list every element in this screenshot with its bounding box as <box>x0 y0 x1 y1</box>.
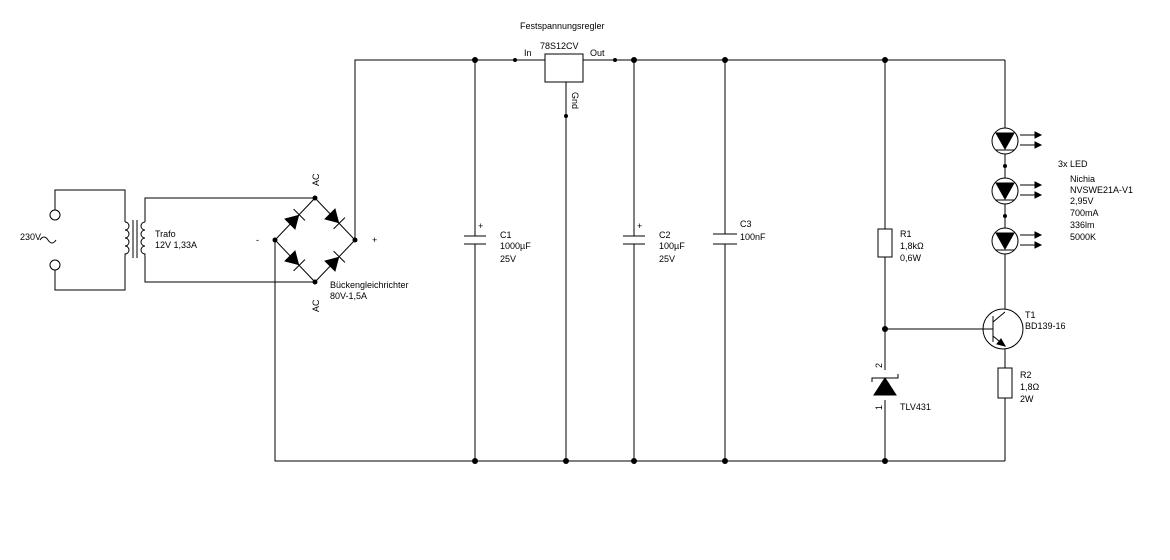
zener-pin2: 2 <box>874 363 884 368</box>
led-icon <box>991 227 1043 255</box>
c2-name: C2 <box>659 230 671 240</box>
resistor-icon <box>997 367 1013 399</box>
resistor-r1: R1 1,8kΩ 0,6W <box>877 228 924 263</box>
voltage-regulator: Festspannungsregler 78S12CV In Out Gnd <box>520 21 605 109</box>
c1-polarity: + <box>478 221 483 231</box>
r2-power: 2W <box>1020 394 1034 404</box>
regulator-pin-out: Out <box>590 48 605 58</box>
bridge-outline <box>274 197 356 283</box>
wiring <box>274 59 1006 462</box>
led-part: NVSWE21A-V1 <box>1070 185 1133 195</box>
c1-name: C1 <box>500 230 512 240</box>
t1-name: T1 <box>1025 310 1036 320</box>
led-current: 700mA <box>1070 208 1099 218</box>
capacitor-c1: + C1 1000µF 25V <box>464 221 531 264</box>
c3-value: 100nF <box>740 232 766 242</box>
ac-label-top: AC <box>311 173 321 186</box>
transformer: Trafo 12V 1,33A <box>124 197 315 283</box>
secondary-coil <box>140 221 146 257</box>
transformer-value: 12V 1,33A <box>155 240 197 250</box>
led-cct: 5000K <box>1070 232 1096 242</box>
c3-name: C3 <box>740 219 752 229</box>
led-count: 3x LED <box>1058 159 1088 169</box>
input-wires <box>54 189 126 291</box>
c2-value: 100µF <box>659 241 685 251</box>
diode-icon <box>284 250 306 272</box>
led-brand: Nichia <box>1070 174 1095 184</box>
diode-icon <box>324 208 346 230</box>
zener-part: TLV431 <box>900 402 931 412</box>
zener-pin1: 1 <box>874 405 884 410</box>
diode-icon <box>324 250 346 272</box>
input-voltage-label: 230V <box>20 232 41 242</box>
input-terminal-top <box>49 209 61 221</box>
led-voltage: 2,95V <box>1070 196 1094 206</box>
capacitor-c2: + C2 100µF 25V <box>623 221 685 264</box>
r2-value: 1,8Ω <box>1020 382 1040 392</box>
resistor-icon <box>877 228 893 258</box>
led-string: 3x LED Nichia NVSWE21A-V1 2,95V 700mA 33… <box>991 127 1133 255</box>
led-flux: 336lm <box>1070 220 1095 230</box>
ac-tilde-icon <box>39 236 57 244</box>
t1-part: BD139-16 <box>1025 321 1066 331</box>
rectifier-name: Bückengleichrichter <box>330 280 409 290</box>
bridge-rectifier: AC AC - + Bückengleichrichter 80V-1,5A <box>256 173 409 312</box>
transformer-name: Trafo <box>155 229 176 239</box>
capacitor-c3: C3 100nF <box>713 219 766 245</box>
secondary-wires <box>144 197 315 283</box>
regulator-pin-in: In <box>524 48 532 58</box>
regulator-title: Festspannungsregler <box>520 21 605 31</box>
led-icon <box>991 127 1043 155</box>
plus-label: + <box>372 235 377 245</box>
r2-name: R2 <box>1020 370 1032 380</box>
c1-value: 1000µF <box>500 241 531 251</box>
r1-value: 1,8kΩ <box>900 241 924 251</box>
shunt-regulator: 2 1 TLV431 <box>871 363 931 412</box>
led-icon <box>991 177 1043 205</box>
junction-dots <box>472 57 1007 464</box>
c1-voltage: 25V <box>500 254 516 264</box>
regulator-pin-gnd: Gnd <box>570 92 580 109</box>
rectifier-value: 80V-1,5A <box>330 291 367 301</box>
r1-power: 0,6W <box>900 253 922 263</box>
c2-polarity: + <box>637 221 642 231</box>
minus-label: - <box>256 235 259 245</box>
c2-voltage: 25V <box>659 254 675 264</box>
resistor-r2: R2 1,8Ω 2W <box>997 367 1040 404</box>
ac-label-bottom: AC <box>311 299 321 312</box>
transistor-t1: T1 BD139-16 <box>982 308 1066 350</box>
mains-input: 230V <box>20 189 126 291</box>
regulator-box <box>544 53 584 83</box>
primary-coil <box>124 221 130 257</box>
diode-icon <box>284 208 306 230</box>
regulator-part: 78S12CV <box>540 41 579 51</box>
zener-diode-icon <box>873 377 897 396</box>
r1-name: R1 <box>900 229 912 239</box>
input-terminal-bottom <box>49 259 61 271</box>
